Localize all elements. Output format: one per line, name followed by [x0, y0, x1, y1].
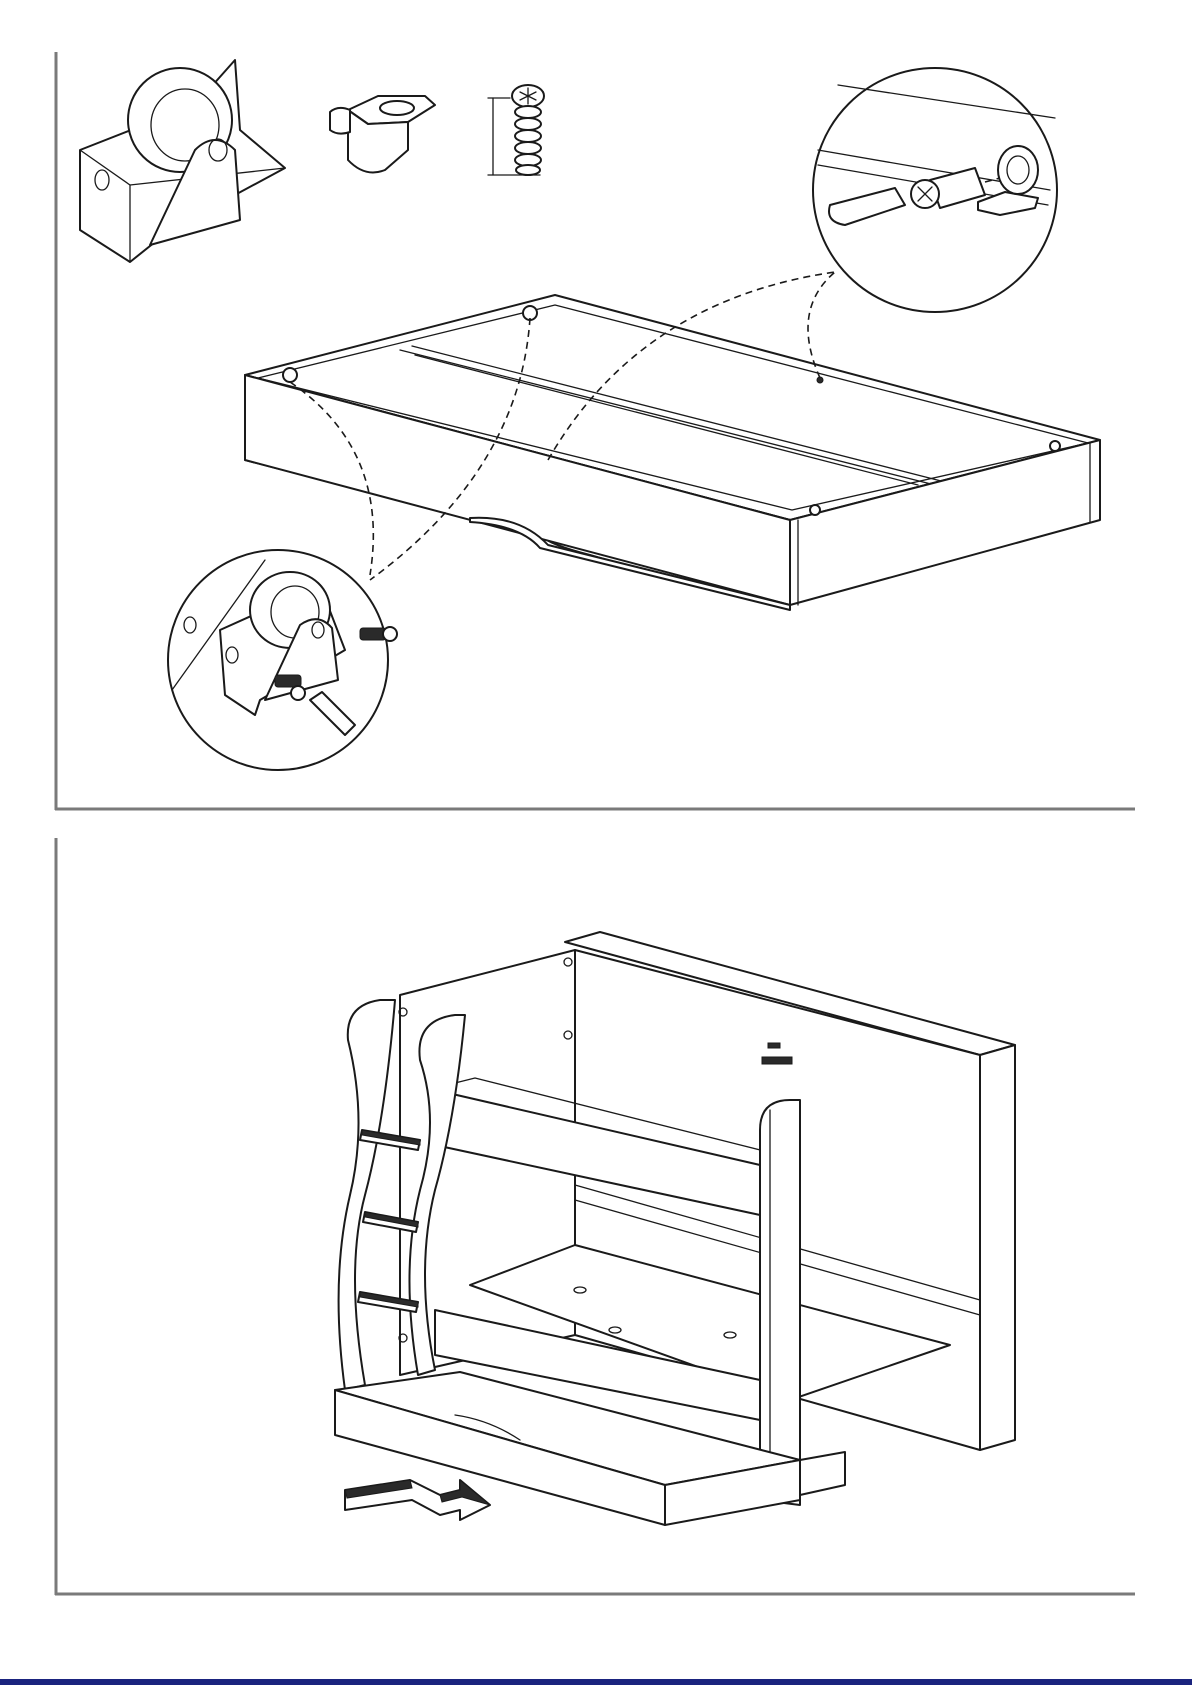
shelf-support-bracket-icon	[330, 96, 435, 172]
dowel-insertion-detail	[813, 68, 1057, 312]
caster-wheel-icon	[80, 60, 285, 262]
drawer-box-with-casters	[245, 295, 1100, 610]
slide-in-arrow-icon	[345, 1480, 490, 1520]
caster-screw-detail	[168, 550, 397, 770]
cam-dowel-icon	[488, 85, 544, 175]
bunk-bed-with-drawer	[335, 932, 1015, 1525]
footer-band	[0, 1679, 1192, 1685]
screw-icon	[360, 627, 397, 641]
